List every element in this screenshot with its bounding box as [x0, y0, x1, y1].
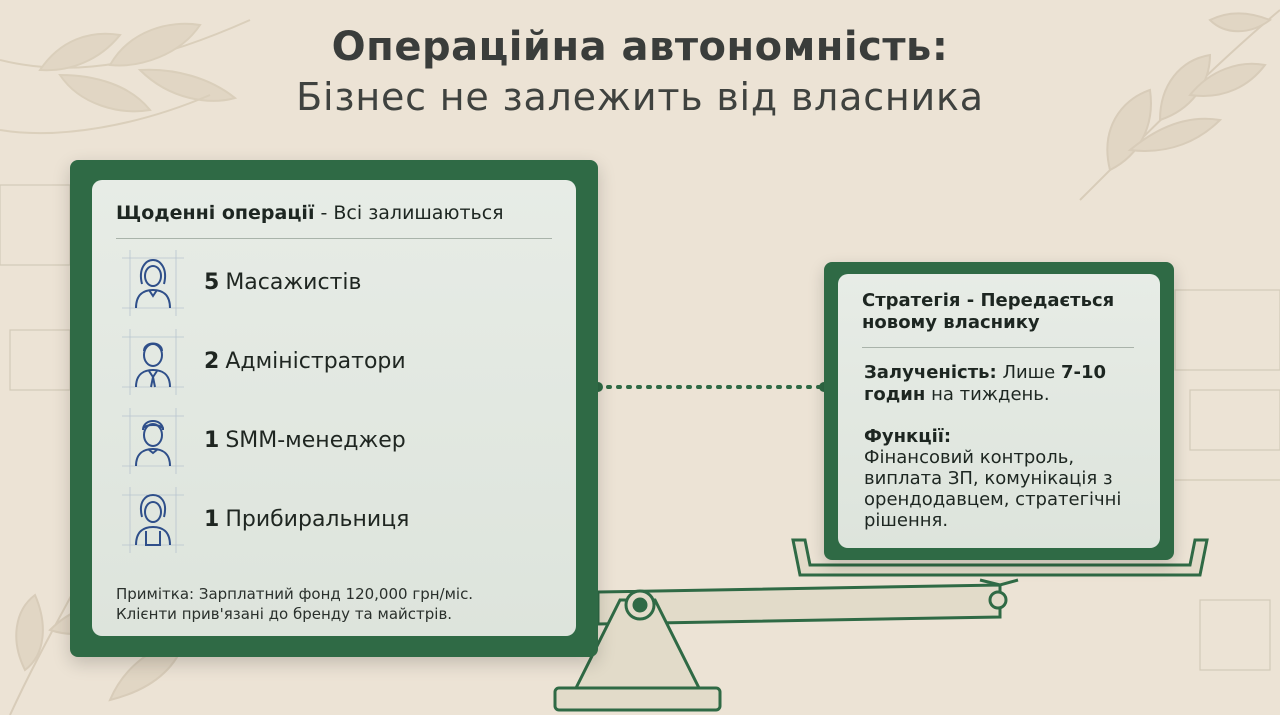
staff-count: 2: [204, 349, 220, 374]
strategy-heading: Стратегія - Передається новому власнику: [862, 290, 1115, 333]
man-tie-icon: [122, 329, 184, 395]
engagement-body: Лише: [996, 362, 1061, 383]
woman-apron-icon: [122, 487, 184, 553]
payroll-note: Примітка: Зарплатний фонд 120,000 грн/мі…: [116, 584, 556, 624]
functions-text: Функції: Фінансовий контроль, виплата ЗП…: [864, 426, 1154, 531]
note-line: Примітка: Зарплатний фонд 120,000 грн/мі…: [116, 585, 474, 603]
balance-scale: [553, 538, 1209, 712]
engagement-tail: на тиждень.: [925, 384, 1050, 405]
leaf-decoration-top-left: [0, 19, 251, 135]
note-line: Клієнти прив'язані до бренду та майстрів…: [116, 605, 453, 623]
strategy-card: Стратегія - Передається новому власнику …: [838, 274, 1160, 548]
staff-role: SMM-менеджер: [225, 428, 406, 453]
staff-count: 1: [204, 428, 220, 453]
leaf-decoration-top-right: [1079, 9, 1280, 201]
staff-role: Прибиральниця: [225, 507, 410, 532]
heading-bold: Щоденні операції: [116, 202, 315, 224]
staff-role: Масажистів: [225, 270, 362, 295]
page-title: Операційна автономність:: [331, 24, 949, 70]
man-icon: [122, 408, 184, 474]
heading-rest: - Всі залишаються: [314, 202, 504, 224]
staff-role: Адміністратори: [225, 349, 406, 374]
engagement-text: Залученість: Лише 7-10 годин на тиждень.: [864, 362, 1144, 406]
engagement-hours: 7-10 годин: [864, 362, 1106, 405]
daily-operations-heading: Щоденні операції - Всі залишаються: [116, 202, 504, 224]
divider: [116, 238, 552, 239]
functions-label: Функції:: [864, 426, 952, 447]
functions-body: Фінансовий контроль, виплата ЗП, комунік…: [864, 447, 1122, 531]
header: Операційна автономність: Бізнес не залеж…: [0, 22, 1280, 122]
staff-count: 5: [204, 270, 220, 295]
divider: [862, 347, 1134, 348]
staff-count: 1: [204, 507, 220, 532]
strategy-frame: Стратегія - Передається новому власнику …: [824, 262, 1174, 560]
woman-icon: [122, 250, 184, 316]
page-subtitle: Бізнес не залежить від власника: [296, 75, 984, 119]
engagement-label: Залученість:: [864, 362, 997, 383]
